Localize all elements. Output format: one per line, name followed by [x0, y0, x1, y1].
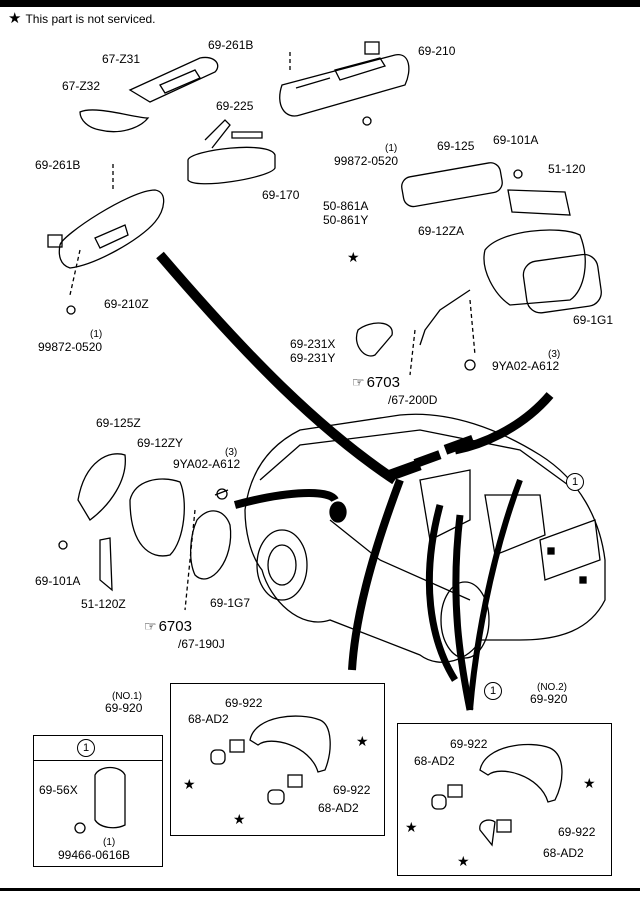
- leader-stroke: [467, 478, 523, 711]
- part-label: 67-Z31: [102, 52, 141, 66]
- quantity-label: (1): [103, 837, 116, 848]
- part-label: 68-AD2: [188, 712, 229, 726]
- pointing-hand-icon: ☞: [352, 374, 365, 390]
- part-label: 69-101A: [493, 133, 539, 147]
- grab-handle-no2-drawing: [431, 743, 563, 847]
- rearview-mirror-drawing: [187, 119, 276, 185]
- part-label: 69-922: [225, 696, 263, 710]
- reference-label[interactable]: /67-200D: [388, 393, 438, 407]
- star-icon: ★: [183, 776, 196, 792]
- part-label: 69-12ZY: [137, 436, 184, 450]
- star-icon: ★: [405, 819, 418, 835]
- part-label: 68-AD2: [543, 846, 584, 860]
- star-icon: ★: [8, 10, 22, 27]
- bolts: [58, 116, 523, 550]
- part-label: 99466-0616B: [58, 848, 131, 862]
- part-label: 69-922: [333, 783, 371, 797]
- part-label: 69-261B: [35, 158, 81, 172]
- reference-label[interactable]: ☞6703: [144, 618, 192, 635]
- grab-handle-no1-drawing: [210, 715, 331, 805]
- group-number: (NO.1): [112, 691, 142, 702]
- part-label: 51-120Z: [81, 597, 126, 611]
- part-label: 69-210: [418, 44, 456, 58]
- part-label: 69-125Z: [96, 416, 141, 430]
- part-label: 68-AD2: [414, 754, 455, 768]
- left-outer-mirror-drawing: [77, 453, 232, 592]
- star-icon: ★: [233, 811, 246, 827]
- part-label: 69-210Z: [104, 297, 149, 311]
- part-label: 68-AD2: [318, 801, 359, 815]
- part-label: 69-1G1: [573, 313, 614, 327]
- callout-number: 1: [566, 473, 584, 491]
- mirror-trim-drawing: [355, 322, 393, 357]
- grab-handle-no2-box: [397, 723, 612, 876]
- callout-number: 1: [77, 739, 95, 757]
- part-label: 69-920: [105, 701, 143, 715]
- trim-part-drawing: [79, 109, 150, 133]
- quantity-label: (1): [385, 143, 398, 154]
- part-label: 69-922: [450, 737, 488, 751]
- reference-label[interactable]: ☞6703: [352, 374, 400, 391]
- coat-hook-drawing: [74, 766, 126, 834]
- leader-stroke: [452, 514, 474, 711]
- quantity-label: (1): [90, 329, 103, 340]
- part-label: 69-261B: [208, 38, 254, 52]
- part-label: 99872-0520: [38, 340, 103, 354]
- leader-stroke: [233, 489, 339, 509]
- dashed-leaders: [69, 52, 476, 611]
- part-label: 69-922: [558, 825, 596, 839]
- part-label: 67-Z32: [62, 79, 101, 93]
- part-label: 69-125: [437, 139, 475, 153]
- group-number: (NO.2): [537, 682, 567, 693]
- grab-handle-no1-box: [170, 683, 385, 836]
- reference-label[interactable]: /67-190J: [178, 637, 225, 651]
- sun-visor-left-drawing: [47, 189, 165, 269]
- part-label: 69-1G7: [210, 596, 251, 610]
- part-label: 69-231Y: [290, 351, 336, 365]
- leader-stroke: [156, 251, 398, 485]
- visor-mirror-cover-drawing: [128, 56, 219, 103]
- star-icon: ★: [347, 249, 360, 265]
- sun-visor-right-drawing: [279, 41, 410, 117]
- part-label: 69-56X: [39, 783, 78, 797]
- leader-stroke: [425, 504, 458, 682]
- quantity-label: (3): [548, 349, 561, 360]
- part-label: 99872-0520: [334, 154, 399, 168]
- part-label: 69-225: [216, 99, 254, 113]
- part-label: 9YA02-A612: [173, 457, 241, 471]
- part-label: 50-861Y: [323, 213, 369, 227]
- part-label: 9YA02-A612: [492, 359, 560, 373]
- divider: [34, 760, 162, 761]
- star-icon: ★: [356, 733, 369, 749]
- service-note: ★This part is not serviced.: [8, 10, 156, 27]
- part-label: 69-170: [262, 188, 300, 202]
- outer-mirror-assembly-drawing: [401, 162, 602, 346]
- leader-stroke: [348, 478, 404, 671]
- part-label: 69-231X: [290, 337, 336, 351]
- bottom-rule: [0, 888, 640, 891]
- part-label: 50-861A: [323, 199, 369, 213]
- part-label: 69-12ZA: [418, 224, 465, 238]
- callout-number: 1: [484, 682, 502, 700]
- top-rule: [0, 0, 640, 7]
- part-label: 51-120: [548, 162, 586, 176]
- quantity-label: (3): [225, 447, 238, 458]
- star-icon: ★: [457, 853, 470, 869]
- part-label: 69-920: [530, 692, 568, 706]
- pointing-hand-icon: ☞: [144, 618, 157, 634]
- part-label: 69-101A: [35, 574, 81, 588]
- vehicle-illustration: [244, 413, 606, 663]
- callout-1-box: [33, 735, 163, 867]
- star-icon: ★: [583, 775, 596, 791]
- service-note-text: This part is not serviced.: [25, 12, 156, 26]
